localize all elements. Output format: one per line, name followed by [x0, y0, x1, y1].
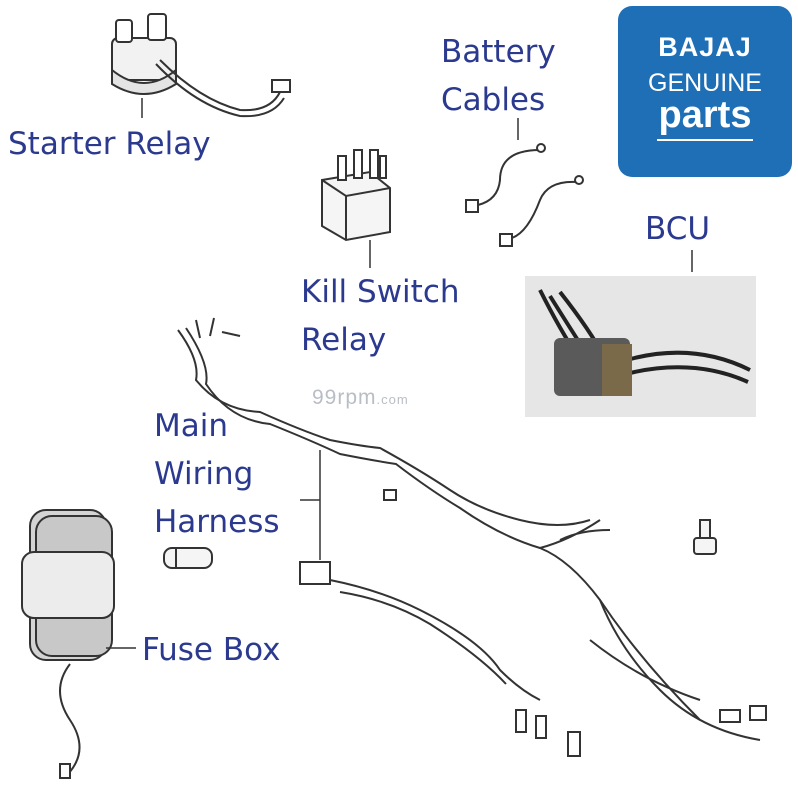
watermark-main: 99rpm	[312, 386, 377, 409]
logo-parts: parts	[658, 94, 752, 136]
main-harness-leader	[300, 450, 321, 560]
label-battery-cables-line2: Cables	[441, 82, 546, 118]
bajaj-genuine-parts-logo: BAJAJ GENUINE parts	[618, 6, 792, 177]
watermark: 99rpm.com	[312, 386, 409, 410]
label-main-harness-line3: Harness	[154, 504, 280, 540]
battery-cables-drawing	[465, 143, 584, 247]
label-kill-switch-line2: Relay	[301, 322, 387, 358]
label-starter-relay: Starter Relay	[8, 126, 211, 162]
bolt-drawing	[693, 519, 717, 555]
label-main-harness-line1: Main	[154, 408, 229, 444]
label-fuse-box: Fuse Box	[142, 632, 281, 668]
logo-genuine: GENUINE	[648, 69, 762, 97]
fuse-box-drawing	[21, 509, 115, 779]
label-battery-cables-line1: Battery	[441, 34, 556, 70]
logo-underline	[657, 139, 753, 141]
bcu-photo-drawing	[525, 276, 756, 417]
label-main-harness-line2: Wiring	[154, 456, 254, 492]
fuse-drawing	[163, 547, 213, 569]
watermark-suffix: .com	[376, 392, 409, 407]
label-bcu: BCU	[645, 211, 711, 247]
starter-relay-drawing	[111, 13, 291, 118]
kill-switch-relay-drawing	[321, 149, 391, 242]
bcu-photo	[525, 276, 756, 417]
logo-brand: BAJAJ	[658, 32, 752, 62]
main-harness-drawing	[177, 317, 767, 757]
label-kill-switch-line1: Kill Switch	[301, 274, 460, 310]
